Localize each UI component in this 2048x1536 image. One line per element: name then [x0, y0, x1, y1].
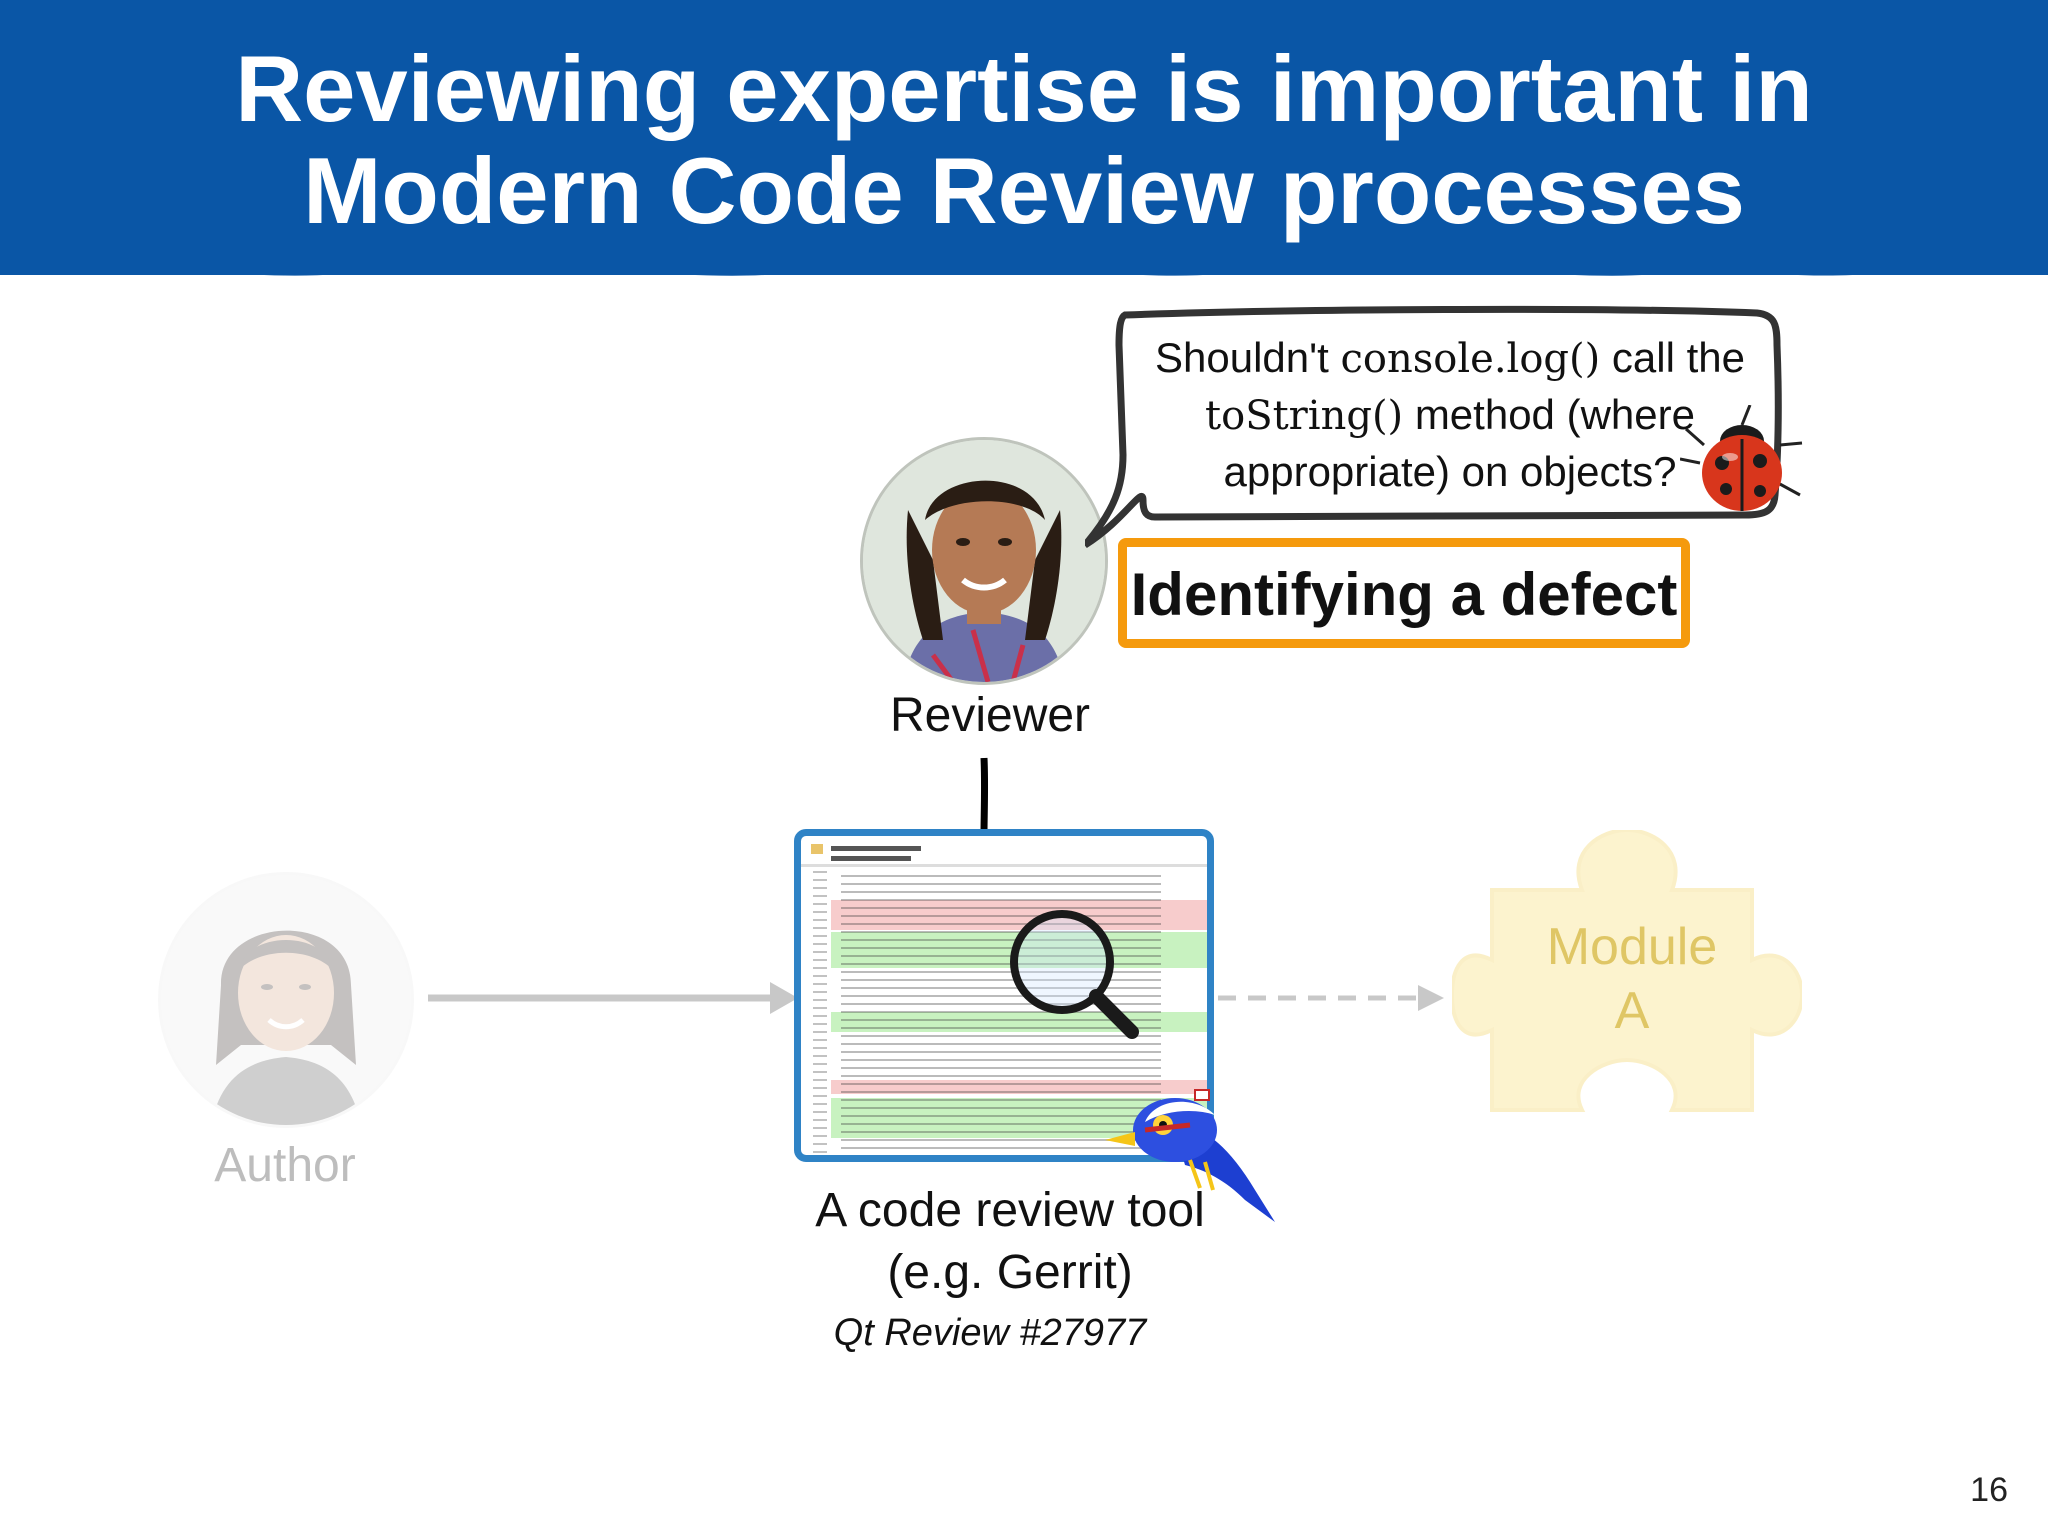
magnifier-icon [1010, 910, 1139, 1039]
speech-text-2: call the [1600, 334, 1745, 381]
tool-label: A code review tool (e.g. Gerrit) [760, 1180, 1260, 1304]
patch-set-row [831, 856, 911, 861]
defect-highlight-box [1118, 538, 1690, 648]
diff-removed-block [831, 1080, 1207, 1094]
module-arrowhead [1418, 985, 1444, 1011]
diff-removed-block [831, 900, 1207, 930]
author-label: Author [214, 1139, 356, 1192]
speech-code-tostring: toString() [1205, 393, 1404, 439]
speech-text-4: appropriate) on objects? [1223, 448, 1677, 495]
puzzle-piece-icon [1452, 830, 1802, 1112]
reviewer-label: Reviewer [889, 689, 1091, 742]
module-label-line-1: Module [1546, 918, 1718, 976]
author-arrowhead [770, 982, 798, 1014]
speech-code-console-log: console.log() [1340, 336, 1601, 382]
folder-icon [811, 844, 823, 854]
reviewer-portrait-icon [863, 440, 1105, 682]
author-avatar [158, 872, 414, 1128]
title-banner [0, 0, 2048, 276]
torn-edge [0, 255, 2048, 276]
module-label-line-2: A [1614, 982, 1650, 1040]
tool-label-line-1: A code review tool [815, 1184, 1205, 1237]
speech-text-3: method (where [1403, 391, 1695, 438]
speech-text: Shouldn't console.log() call the toStrin… [1130, 330, 1770, 500]
module-label: Module A [1512, 915, 1752, 1043]
author-portrait-icon [161, 875, 411, 1125]
line-numbers [813, 871, 827, 1155]
title-line-1: Reviewing expertise is important in [235, 36, 1813, 141]
qt-review-reference: Qt Review #27977 [833, 1312, 1147, 1354]
defect-label: Identifying a defect [1130, 561, 1678, 628]
speech-bubble [1085, 305, 1782, 548]
speech-text-1: Shouldn't [1155, 334, 1341, 381]
page-number: 16 [1970, 1471, 2008, 1509]
page-title: Reviewing expertise is important in Mode… [0, 38, 2048, 242]
ladybug-icon [1680, 405, 1803, 511]
title-line-2: Modern Code Review processes [303, 138, 1745, 243]
tool-label-line-2: (e.g. Gerrit) [887, 1246, 1133, 1299]
divider [801, 864, 1207, 867]
gerrit-bird-icon [1105, 1089, 1275, 1222]
reviewer-avatar [860, 437, 1108, 685]
patch-set-row [831, 846, 921, 851]
